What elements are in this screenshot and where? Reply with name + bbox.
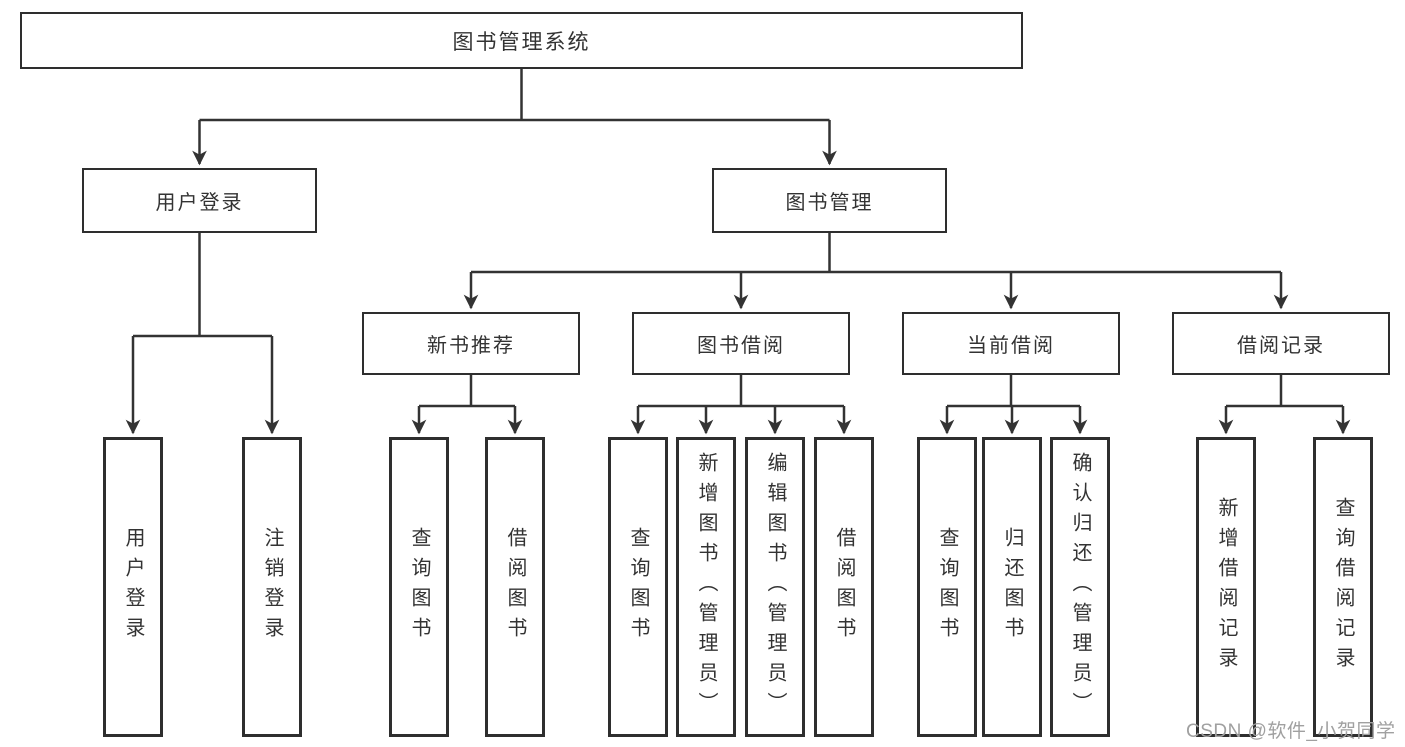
leaf-add-borrow-record: 新增借阅记录 — [1196, 437, 1256, 737]
leaf-add-borrow-record-label: 新增借阅记录 — [1215, 497, 1237, 677]
leaf-add-books-admin: 新增图书（管理员） — [676, 437, 736, 737]
node-new-book-recommend: 新书推荐 — [362, 312, 580, 375]
node-book-management: 图书管理 — [712, 168, 947, 233]
node-book-borrowing-label: 图书借阅 — [697, 335, 785, 357]
leaf-borrow-books-recommend-label: 借阅图书 — [504, 527, 526, 647]
leaf-logout-label: 注销登录 — [261, 527, 283, 647]
leaf-borrow-books-recommend: 借阅图书 — [485, 437, 545, 737]
connector-new-book-recommend-stem — [419, 375, 515, 408]
leaf-add-books-admin-label: 新增图书（管理员） — [695, 452, 717, 722]
node-root: 图书管理系统 — [20, 12, 1023, 69]
connector-borrowing-records-stem — [1226, 375, 1343, 408]
node-root-label: 图书管理系统 — [452, 30, 591, 54]
leaf-confirm-return-admin-label: 确认归还（管理员） — [1069, 452, 1091, 722]
connector-book-borrowing-stem — [638, 375, 844, 408]
leaf-query-borrow-record-label: 查询借阅记录 — [1332, 497, 1354, 677]
leaf-query-borrow-record: 查询借阅记录 — [1313, 437, 1373, 737]
connector-root-stem — [199, 69, 830, 122]
leaf-edit-books-admin: 编辑图书（管理员） — [745, 437, 805, 737]
leaf-user-login-label: 用户登录 — [122, 527, 144, 647]
node-book-management-label: 图书管理 — [785, 192, 874, 214]
connector-user-login-stem — [133, 233, 272, 338]
node-borrowing-records: 借阅记录 — [1172, 312, 1390, 375]
leaf-query-books-current-label: 查询图书 — [936, 527, 958, 647]
leaf-user-login: 用户登录 — [103, 437, 163, 737]
node-borrowing-records-label: 借阅记录 — [1237, 335, 1325, 357]
leaf-borrow-books-borrowing: 借阅图书 — [814, 437, 874, 737]
leaf-logout: 注销登录 — [242, 437, 302, 737]
csdn-watermark: CSDN @软件_小贺同学 — [1186, 721, 1396, 742]
leaf-query-books-current: 查询图书 — [917, 437, 977, 737]
node-current-borrowing: 当前借阅 — [902, 312, 1120, 375]
node-new-book-recommend-label: 新书推荐 — [427, 335, 515, 357]
leaf-query-books-recommend: 查询图书 — [389, 437, 449, 737]
leaf-query-books-borrowing: 查询图书 — [608, 437, 668, 737]
node-user-login: 用户登录 — [82, 168, 317, 233]
connector-current-borrowing-stem — [947, 375, 1080, 408]
leaf-return-books-label: 归还图书 — [1001, 527, 1023, 647]
leaf-query-books-borrowing-label: 查询图书 — [627, 527, 649, 647]
leaf-confirm-return-admin: 确认归还（管理员） — [1050, 437, 1110, 737]
node-user-login-label: 用户登录 — [155, 192, 244, 214]
leaf-query-books-recommend-label: 查询图书 — [408, 527, 430, 647]
leaf-borrow-books-borrowing-label: 借阅图书 — [833, 527, 855, 647]
node-book-borrowing: 图书借阅 — [632, 312, 850, 375]
node-current-borrowing-label: 当前借阅 — [967, 335, 1055, 357]
leaf-edit-books-admin-label: 编辑图书（管理员） — [764, 452, 786, 722]
connector-book-management-stem — [471, 233, 1281, 274]
leaf-return-books: 归还图书 — [982, 437, 1042, 737]
